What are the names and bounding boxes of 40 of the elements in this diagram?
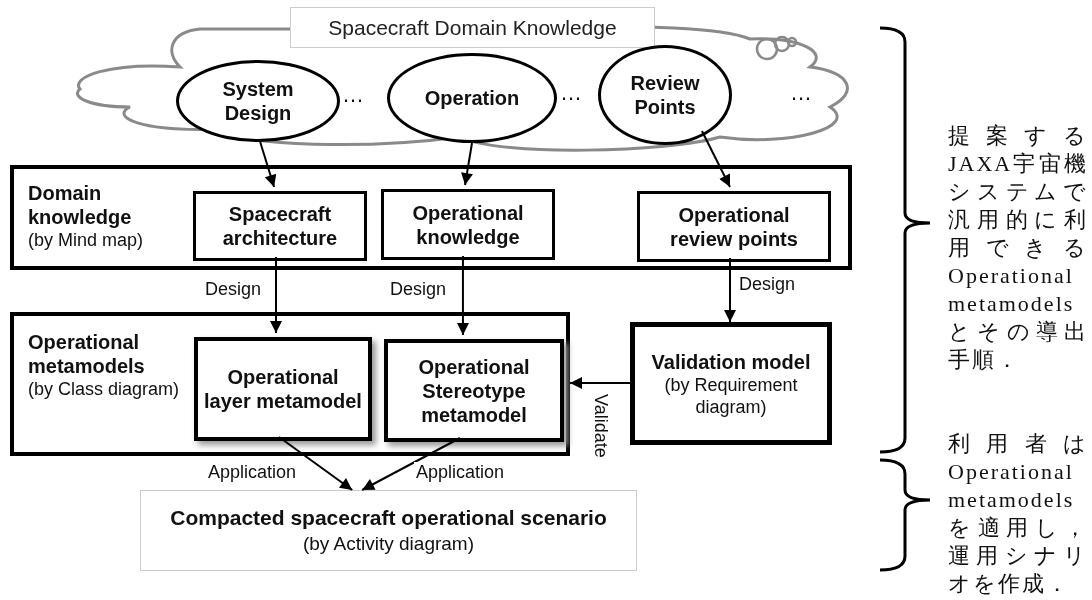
- box-title: Review Points: [629, 71, 701, 119]
- arrow: [361, 437, 461, 491]
- process-box: [193, 191, 367, 261]
- arrow: [724, 257, 736, 323]
- ellipsis: …: [790, 80, 812, 106]
- ellipsis: …: [342, 82, 364, 108]
- box-title: Validation model: [650, 349, 812, 374]
- box-title: Operational layer metamodel: [203, 365, 363, 413]
- box-title: Operation: [423, 86, 521, 110]
- arrow: [457, 255, 469, 336]
- group-heading: Domain knowledge: [28, 181, 133, 229]
- result-box: [140, 490, 637, 571]
- process-box: [630, 322, 832, 445]
- note-text: 利用者はOperational metamodelsを適用し，運用シナリオを作成．: [948, 430, 1088, 598]
- ellipsis: …: [560, 80, 582, 106]
- cloud-heading: Spacecraft Domain Knowledge: [290, 7, 655, 48]
- box-title: Operational review points: [669, 202, 799, 251]
- group-subheading: (by Class diagram): [28, 378, 181, 400]
- box-title: System Design: [221, 77, 295, 125]
- box-subtitle: (by Activity diagram): [302, 531, 474, 556]
- note-text: 提案するJAXA宇宙機システムで汎用的に利用できるOperational metamodelsとその導出手順．: [948, 122, 1088, 374]
- arrow: [278, 436, 354, 491]
- arrow: [569, 377, 631, 389]
- box-title: Compacted spacecraft operational scenario: [170, 504, 607, 531]
- process-box: [194, 337, 372, 441]
- box-subtitle: (by Requirement diagram): [663, 373, 799, 418]
- process-box: [381, 189, 555, 260]
- process-box: [384, 339, 564, 442]
- group-box: [10, 312, 570, 456]
- arrow: [258, 140, 277, 188]
- group-box: [10, 165, 852, 270]
- box-title: Spacecraft architecture: [221, 202, 339, 250]
- arrow: [701, 130, 731, 188]
- arrow: [270, 256, 282, 334]
- arrow: [461, 142, 473, 186]
- group-subheading: (by Mind map): [28, 229, 145, 251]
- process-box: [637, 191, 831, 262]
- box-title: Operational Stereotype metamodel: [417, 354, 531, 427]
- box-title: Operational knowledge: [411, 200, 525, 249]
- group-heading: Operational metamodels: [28, 330, 146, 378]
